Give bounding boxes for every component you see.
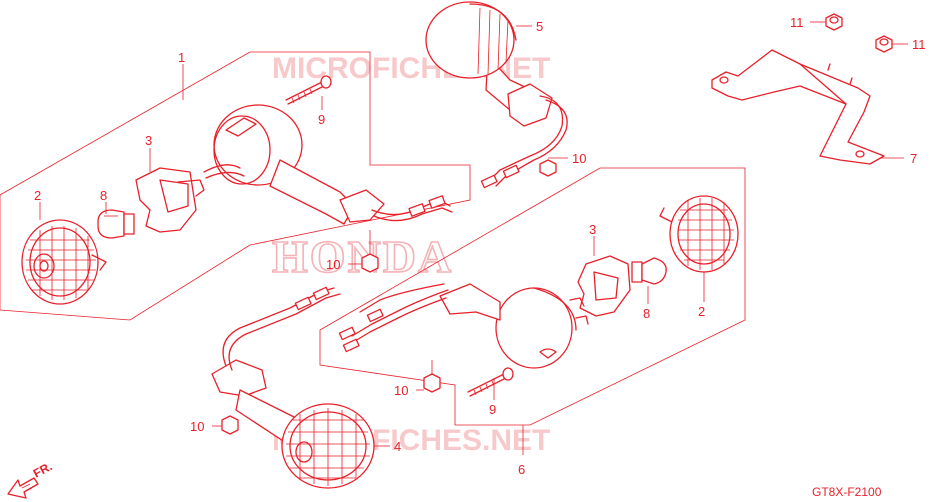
callout-10-lower-left: 10	[190, 419, 204, 434]
bolt-lower-center	[423, 360, 441, 393]
callout-9-upper: 9	[318, 112, 325, 127]
callout-7: 7	[910, 151, 917, 166]
callout-3-right: 3	[589, 222, 596, 237]
callout-2-right: 2	[698, 304, 705, 319]
assembly-6-frame	[319, 167, 746, 426]
diagram-code: GT8X-F2100	[812, 485, 882, 499]
screw-lower	[467, 367, 514, 397]
socket-left	[135, 167, 205, 233]
lens-left	[21, 219, 107, 305]
housing-right	[338, 283, 577, 369]
bolt-center	[361, 230, 379, 273]
socket-right	[569, 255, 631, 325]
bulb-left	[97, 209, 135, 239]
nut-upper-left	[825, 13, 843, 31]
leader-lines	[39, 21, 908, 447]
callout-4: 4	[394, 439, 401, 454]
callout-10-lower-center: 10	[394, 383, 408, 398]
callout-10-center: 10	[326, 257, 340, 272]
callout-9-lower: 9	[489, 402, 496, 417]
callout-3-left: 3	[145, 133, 152, 148]
callout-2-left: 2	[34, 188, 41, 203]
callout-10-upper: 10	[572, 151, 586, 166]
bolt-upper	[539, 157, 568, 177]
callout-11-right: 11	[912, 37, 926, 52]
winker-lower	[211, 286, 375, 489]
winker-upper	[425, 1, 568, 189]
callout-5: 5	[536, 19, 543, 34]
housing-left	[203, 104, 453, 225]
front-label: FR.	[31, 459, 55, 480]
callout-8-left: 8	[100, 188, 107, 203]
callout-1: 1	[178, 50, 185, 65]
watermark-brand: HONDA	[272, 231, 453, 282]
assembly-1-frame	[0, 51, 471, 321]
callout-8-right: 8	[643, 306, 650, 321]
callout-6: 6	[518, 462, 525, 477]
bracket	[711, 49, 885, 165]
bolt-lower-left	[212, 415, 239, 435]
front-arrow: FR.	[7, 459, 55, 499]
lens-right	[659, 195, 739, 273]
bulb-right	[631, 257, 667, 285]
nut-upper-right	[875, 35, 893, 53]
callout-11-left: 11	[790, 15, 804, 30]
screw-upper	[285, 75, 332, 105]
